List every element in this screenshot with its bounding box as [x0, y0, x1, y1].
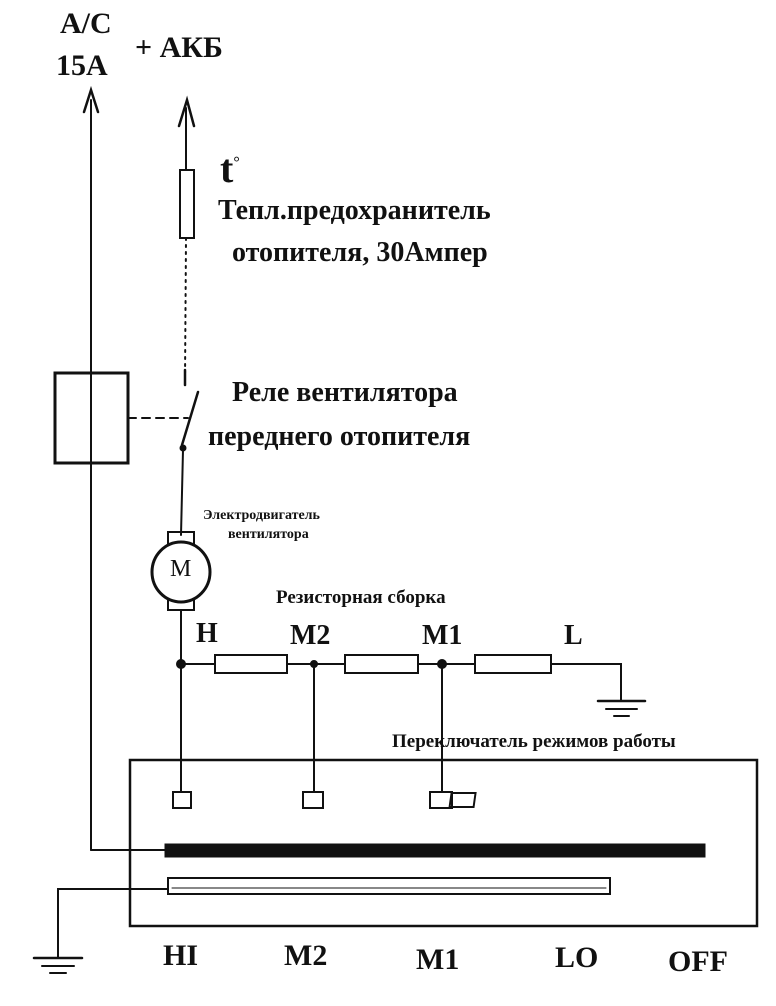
- resistor-m1-l: [474, 654, 552, 674]
- thermal-fuse-label-line1: Тепл.предохранитель: [218, 195, 491, 226]
- ac-arrow-icon: [82, 85, 100, 114]
- switch-position-lo: LO: [555, 941, 599, 974]
- relay-label-line1: Реле вентилятора: [232, 377, 458, 408]
- switch-terminal-lo: [448, 792, 477, 808]
- switch-contact-bar-feed: [164, 843, 706, 858]
- ac-label-line2: 15A: [56, 49, 108, 82]
- tap-label-m1: M1: [422, 620, 463, 651]
- switch-ground-wire: [57, 888, 169, 958]
- switch-terminal-m1: [429, 791, 453, 809]
- battery-arrow-icon: [177, 95, 196, 128]
- motor-body: [150, 540, 212, 604]
- thermal-fuse-symbol-label: t°: [220, 146, 240, 191]
- thermal-fuse-label-line2: отопителя, 30Ампер: [232, 237, 488, 268]
- tap-label-l: L: [564, 620, 583, 651]
- fuse-to-relay-wire: [184, 237, 187, 381]
- motor-symbol-label: M: [170, 556, 192, 582]
- resistor-m2-m1: [344, 654, 419, 674]
- tap-label-m2: M2: [290, 620, 331, 651]
- resistor-h-m2: [214, 654, 288, 674]
- switch-position-hi: HI: [163, 939, 199, 972]
- relay-label-line2: переднего отопителя: [208, 421, 471, 452]
- ac-label-line1: A/C: [60, 7, 112, 40]
- relay-contact-blade: [180, 390, 200, 447]
- switch-terminal-m2: [302, 791, 324, 809]
- battery-label: + АКБ: [135, 31, 223, 64]
- switch-contact-bar-ground: [167, 877, 611, 895]
- resistor-to-ground-wire: [550, 663, 622, 701]
- resistor-pack-title: Резисторная сборка: [276, 587, 446, 608]
- switch-position-m2: M2: [284, 939, 328, 972]
- tap-label-h: H: [196, 618, 218, 649]
- motor-label-line2: вентилятора: [228, 527, 309, 542]
- switch-position-m1: M1: [416, 943, 460, 976]
- switch-position-off: OFF: [668, 945, 728, 978]
- mode-switch-housing: [128, 758, 759, 928]
- relay-to-motor-wire: [180, 449, 184, 536]
- thermal-fuse-symbol: [179, 169, 195, 239]
- mode-switch-title: Переключатель режимов работы: [392, 731, 676, 752]
- switch-terminal-hi: [172, 791, 192, 809]
- motor-label-line1: Электродвигатель: [203, 508, 320, 523]
